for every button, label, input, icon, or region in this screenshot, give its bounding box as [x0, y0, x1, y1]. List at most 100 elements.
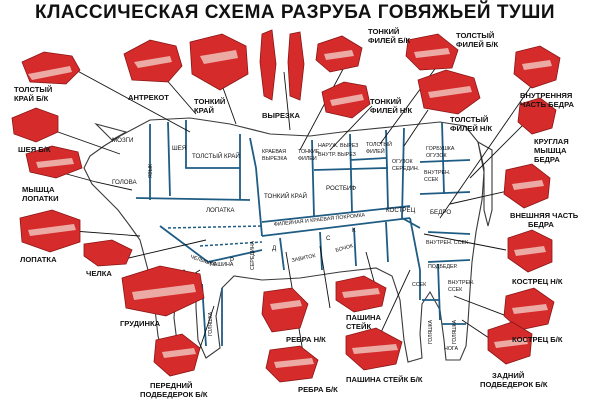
label-pashina-steik-2: СТЕЙК [346, 322, 371, 331]
label-pashina-steik-bk: ПАШИНА СТЕЙК Б/К [346, 375, 423, 384]
inner-label-vnutr-ssek-1: ВНУТРЕН. [424, 170, 450, 176]
inner-label-seredina: СЕРЕДИНА [250, 240, 256, 270]
inner-label-kraevaya-1: КРАЕВАЯ [262, 149, 286, 155]
inner-label-gorbushka-2: ОГУЗОК [426, 153, 447, 159]
inner-label-letter-k: К [352, 227, 356, 234]
label-tonky-file-nk-1: ТОНКИЙ [370, 97, 401, 106]
inner-label-podbedery: ПОДБЕДЕР. [428, 264, 458, 270]
label-kruglaya-3: БЕДРА [534, 155, 560, 164]
inner-label-tolsty-filei-1: ТОЛСТЫЙ [366, 140, 392, 148]
meat-icon-pashina-steik-bk [345, 327, 403, 371]
inner-label-rostbif: РОСТБИФ [326, 185, 356, 192]
cow-tail [477, 140, 493, 227]
meat-icon-tonky-kray [189, 33, 249, 91]
inner-label-tonky-kray: ТОНКИЙ КРАЙ [264, 192, 307, 200]
label-tolsty-file-bk-2: ФИЛЕЙ Б/К [456, 40, 498, 49]
label-grudinka: ГРУДИНКА [120, 319, 161, 328]
inner-label-tolsty-filei-2: ФИЛЕЙ [366, 147, 385, 155]
label-zadny-podb-1: ЗАДНИЙ [492, 371, 524, 380]
inner-label-kraevaya-2: ВЫРЕЗКА [262, 156, 287, 162]
meat-icon-chelka [83, 239, 133, 267]
label-tonky-kray-2: КРАЙ [194, 106, 214, 115]
inner-label-letter-d: Д [272, 245, 277, 252]
inner-label-golyashka-2: ГОЛЯШКА [428, 319, 434, 344]
meat-icon-rebra-nk [261, 287, 309, 333]
inner-label-oguzok-1: ОГУЗОК [392, 159, 413, 165]
inner-label-letter-s: С [326, 235, 331, 242]
meat-icon-vnesh-bedro [503, 163, 551, 209]
meat-pieces [11, 29, 561, 383]
cow-ear [94, 122, 128, 141]
meat-icon-pashina-steik [335, 275, 387, 313]
cut-zone-lines [135, 120, 471, 347]
inner-label-pashina: ПАШИНА [210, 262, 234, 268]
inner-label-naruzh-2: ВНУТР. ВЫРЕЗ [318, 152, 356, 158]
label-kruglaya-2: МЫШЦА [534, 146, 567, 155]
label-vyrezka: ВЫРЕЗКА [262, 111, 300, 120]
label-pashina-steik-1: ПАШИНА [346, 313, 382, 322]
inner-label-lopatka: ЛОПАТКА [206, 207, 235, 214]
inner-label-sheya: ШЕЯ [172, 145, 186, 152]
inner-label-oguzok-2: СЕРЕДИН. [392, 166, 419, 172]
meat-icon-kostrets-bk [503, 287, 555, 331]
inner-label-zavitok: ЗАВИТОК [291, 253, 317, 264]
meat-icon-sheya [11, 107, 59, 143]
meat-icon-tonky-file-bk [315, 35, 363, 73]
label-tonky-file-nk-2: ФИЛЕЙ Н/К [370, 106, 412, 115]
label-tolsty-file-bk-1: ТОЛСТЫЙ [456, 31, 494, 40]
inner-label-golyashka-1: ГОЛЯШКА [208, 311, 214, 336]
inner-label-naruzh-1: НАРУЖ. ВЫРЕЗ [318, 143, 358, 149]
label-kruglaya-1: КРУГЛАЯ [534, 137, 569, 146]
meat-icon-kostrets-nk [507, 229, 553, 273]
label-lopatka: ЛОПАТКА [20, 255, 57, 264]
inner-label-letter-r: Р [230, 257, 234, 264]
meat-icon-zadny-podb [487, 321, 533, 365]
label-tonky-kray-1: ТОНКИЙ [194, 97, 225, 106]
label-vnesh-bedro-2: БЕДРА [528, 220, 554, 229]
label-zadny-podb-2: ПОДБЕДЕРОК Б/К [480, 380, 548, 389]
inner-label-noga: НОГА [444, 346, 458, 352]
inner-label-mozgi: МОЗГИ [112, 137, 134, 144]
inner-label-vnutren-ssek3-2: ССЕК [448, 287, 463, 293]
label-tolsty-kray-1: ТОЛСТЫЙ [14, 85, 52, 94]
inner-label-bochok: БОЧОК [335, 243, 355, 254]
inner-label-vnutr-ssek-2: ССЕК [424, 177, 439, 183]
cow-silhouette [83, 117, 493, 363]
meat-icon-myshtsa-lopatki [25, 145, 83, 179]
inner-label-tonkie-filei-1: ТОНКИЕ [298, 149, 320, 155]
label-kostrets-nk: КОСТРЕЦ Н/К [512, 277, 563, 286]
label-antrekot: АНТРЕКОТ [128, 93, 169, 102]
meat-icon-peredny-podb [153, 333, 201, 377]
label-tolsty-file-nk-1: ТОЛСТЫЙ [450, 115, 488, 124]
meat-icon-vyrezka-2 [287, 31, 305, 101]
inner-label-vnutren-ssek3-1: ВНУТРЕН. [448, 280, 474, 286]
meat-icon-tolsty-file-nk [417, 69, 481, 115]
label-rebra-nk: РЕБРА Н/К [286, 335, 326, 344]
inner-label-golyashka-3: ГОЛЯШКА [452, 319, 458, 344]
meat-icon-vyrezka-1 [259, 29, 277, 101]
meat-icon-tonky-file-nk [321, 81, 371, 119]
label-vnutr-bedro-1: ВНУТРЕННЯЯ [520, 91, 572, 100]
label-rebra-bk: РЕБРА Б/К [298, 385, 338, 394]
inner-label-vnutren-ssek2: ВНУТРЕН. ССЕК [426, 240, 469, 246]
meat-icon-vnutr-bedro [513, 45, 561, 89]
label-tolsty-file-nk-2: ФИЛЕЙ Н/К [450, 124, 492, 133]
label-tolsty-kray-2: КРАЙ Б/К [14, 94, 49, 103]
inner-label-bedro: БЕДРО [430, 209, 451, 216]
inner-label-gorbushka-1: ГОРБУШКА [426, 146, 455, 152]
inner-label-yazyk: ЯЗЫК [148, 164, 154, 178]
label-myshtsa-lopatki-1: МЫШЦА [22, 185, 55, 194]
inner-label-golova: ГОЛОВА [112, 179, 138, 186]
label-vnesh-bedro-1: ВНЕШНЯЯ ЧАСТЬ [510, 211, 579, 220]
label-peredny-podb-1: ПЕРЕДНИЙ [150, 381, 192, 390]
meat-icon-lopatka [19, 209, 81, 253]
label-peredny-podb-2: ПОДБЕДЕРОК Б/К [140, 390, 208, 399]
cow-body-outline [83, 117, 485, 363]
label-kostrets-bk: КОСТРЕЦ Б/К [512, 335, 563, 344]
inner-label-tolsty-kray: ТОЛСТЫЙ КРАЙ [192, 152, 240, 160]
label-tonky-file-bk-2: ФИЛЕЙ Б/К [368, 36, 410, 45]
inner-label-ssek: ССЕК [412, 282, 427, 288]
inner-label-tonkie-filei-2: ФИЛЕИ [298, 156, 317, 162]
